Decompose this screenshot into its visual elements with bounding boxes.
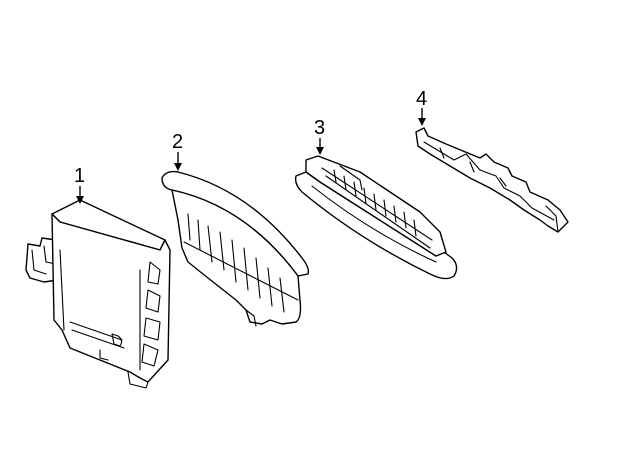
callout-arrow-3 — [316, 138, 324, 155]
part-2-trim-module[interactable] — [161, 170, 310, 327]
callout-label-4: 4 — [416, 88, 427, 110]
part-4-bracket[interactable] — [415, 127, 569, 233]
callout-label-2: 2 — [172, 131, 183, 153]
callout-arrow-2 — [174, 152, 182, 171]
callout-arrow-4 — [418, 108, 426, 126]
part-3-lamp-housing[interactable] — [294, 155, 458, 280]
part-1-control-module[interactable] — [25, 199, 171, 389]
callout-arrow-1 — [76, 186, 84, 204]
callout-label-1: 1 — [74, 165, 85, 187]
callout-label-3: 3 — [314, 117, 325, 139]
